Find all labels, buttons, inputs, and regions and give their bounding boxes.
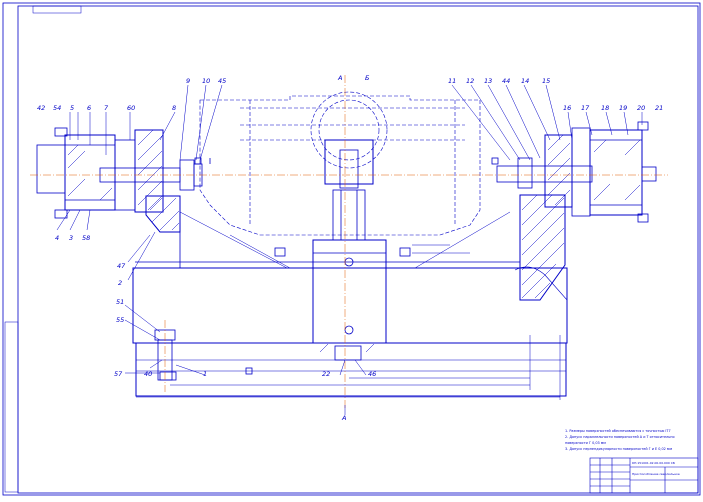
pos-11: 11 — [448, 77, 456, 85]
side-stamp — [4, 321, 19, 493]
left-cylinder — [64, 134, 116, 211]
pos-47: 47 — [117, 262, 126, 270]
note-line-2: 2. Допуск параллельности поверхностей А … — [565, 435, 675, 439]
clamp-head — [324, 139, 374, 185]
pos-21: 21 — [655, 104, 663, 112]
pos-58: 58 — [82, 234, 90, 242]
note-line-4: 3. Допуск перпендикулярности поверхносте… — [565, 447, 672, 451]
pos-15: 15 — [542, 77, 550, 85]
dimensions — [136, 335, 561, 415]
pos-1: 1 — [203, 370, 207, 378]
pos-51: 51 — [116, 298, 124, 306]
position-numbers: 42 54 5 6 7 60 8 9 10 45 11 12 13 44 14 … — [37, 77, 663, 378]
title-doc-code: КП.151001.02.00.00.000 СБ — [632, 461, 675, 465]
pos-9: 9 — [186, 77, 190, 85]
right-rod — [496, 165, 593, 183]
right-bracket — [519, 194, 566, 301]
pos-3: 3 — [69, 234, 73, 242]
pos-42: 42 — [37, 104, 45, 112]
section-mark-top-left: А — [337, 74, 342, 82]
title-block — [589, 457, 699, 494]
pos-17: 17 — [581, 104, 590, 112]
pos-46: 46 — [368, 370, 376, 378]
pos-55: 55 — [116, 316, 124, 324]
pos-4: 4 — [55, 234, 59, 242]
inner-frame — [17, 5, 699, 494]
pos-14: 14 — [521, 77, 529, 85]
center-column — [312, 239, 387, 344]
pos-60: 60 — [127, 104, 135, 112]
pos-19: 19 — [619, 104, 627, 112]
left-end-cap — [36, 144, 66, 194]
pos-10: 10 — [202, 77, 210, 85]
center-key — [334, 345, 362, 361]
section-hatching — [67, 129, 641, 353]
pos-8: 8 — [172, 104, 176, 112]
leader-lines — [56, 84, 643, 376]
pos-40: 40 — [144, 370, 152, 378]
base-body — [132, 267, 568, 344]
right-cylinder — [589, 129, 643, 216]
pos-57: 57 — [114, 370, 123, 378]
pos-22: 22 — [322, 370, 330, 378]
pos-16: 16 — [563, 104, 571, 112]
note-line-1: 1. Размеры поверхностей обеспечиваются с… — [565, 429, 671, 433]
center-axes — [30, 75, 668, 410]
pos-54: 54 — [53, 104, 61, 112]
section-mark-top-right: Б — [365, 74, 370, 82]
pos-45: 45 — [218, 77, 226, 85]
pos-13: 13 — [484, 77, 492, 85]
pos-7: 7 — [104, 104, 109, 112]
title-name: Приспособление сверлильное — [632, 472, 680, 476]
support-block — [332, 189, 366, 241]
base-plate — [135, 342, 567, 397]
pos-18: 18 — [601, 104, 609, 112]
workpiece-outline — [199, 91, 481, 236]
technical-notes: 1. Размеры поверхностей обеспечиваются с… — [565, 429, 675, 451]
pos-6: 6 — [87, 104, 91, 112]
pos-12: 12 — [466, 77, 474, 85]
corner-stamp — [32, 5, 82, 14]
section-mark-bottom: А — [341, 414, 346, 422]
pos-44: 44 — [502, 77, 510, 85]
pos-2: 2 — [118, 279, 122, 287]
pos-20: 20 — [637, 104, 645, 112]
outer-frame — [2, 2, 701, 496]
pos-5: 5 — [70, 104, 74, 112]
note-line-3: поверхности Г 0,03 мм — [565, 441, 606, 445]
